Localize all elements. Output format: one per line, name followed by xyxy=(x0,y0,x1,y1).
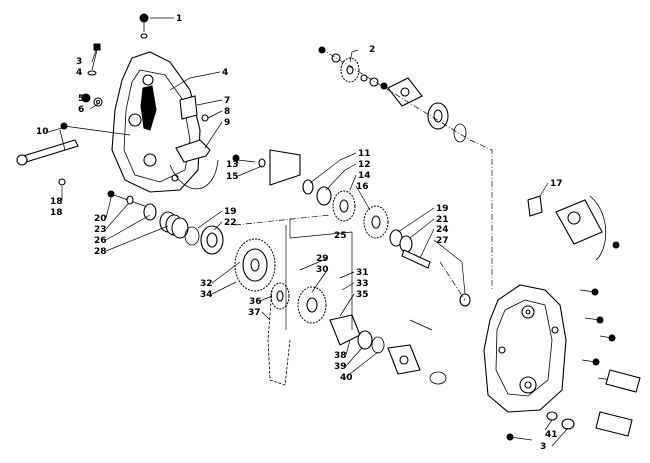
callout-20: 15 xyxy=(226,172,239,182)
bearing-top xyxy=(427,102,467,143)
callout-23: 9 xyxy=(224,118,230,128)
sprocket-7 xyxy=(234,238,276,292)
callout-30: 4 xyxy=(76,68,82,78)
callout-27: 10 xyxy=(36,127,49,137)
callout-18-mid: 21 xyxy=(436,215,449,225)
gear-29 xyxy=(363,205,389,239)
callout-21: 13 xyxy=(226,160,239,170)
callout-3-bottom: 41 xyxy=(545,430,558,440)
callout-10: 19 xyxy=(224,207,237,217)
callout-19-mid: 27 xyxy=(436,236,449,246)
bolt-4-top xyxy=(139,13,149,39)
callout-5: 40 xyxy=(340,373,353,383)
callout-8: 22 xyxy=(224,218,237,228)
callout-41: 8 xyxy=(224,107,230,117)
washer-19-lower xyxy=(439,261,471,307)
bearing-39-18 xyxy=(389,229,413,253)
callout-18-top: 12 xyxy=(358,160,371,170)
nut-bolt-top xyxy=(318,46,341,63)
washer-19 xyxy=(302,179,314,195)
cam-32-37 xyxy=(329,314,385,354)
callout-4-top: 1 xyxy=(176,14,182,24)
axis-top xyxy=(319,47,493,290)
washers-3-25 xyxy=(506,411,575,441)
chain-15 xyxy=(267,289,291,386)
shaft-31-group xyxy=(234,214,353,330)
callout-40: 7 xyxy=(224,96,230,106)
callout-34: 35 xyxy=(356,290,369,300)
chaincase-cover xyxy=(111,51,201,193)
callout-14: 20 xyxy=(94,214,107,224)
callout-24: 18 xyxy=(50,208,63,218)
nut-4-washer-3 xyxy=(81,93,103,107)
plate-5 xyxy=(387,319,447,385)
callout-16: 24 xyxy=(436,225,449,235)
bracket-40-41 xyxy=(179,95,209,122)
bracket-tab xyxy=(269,149,301,186)
bolts-right xyxy=(579,288,616,384)
callout-22: 17 xyxy=(550,179,563,189)
tensioner-bolt-14 xyxy=(107,190,151,209)
callout-38: 30 xyxy=(316,265,329,275)
callout-37: 38 xyxy=(334,351,347,361)
callout-39: 19 xyxy=(436,204,449,214)
callout-4-left: 5 xyxy=(78,94,84,104)
callout-1: 4 xyxy=(222,68,228,78)
chaincase-housing xyxy=(483,284,567,413)
bearing-8-10 xyxy=(184,225,224,255)
callout-11: 28 xyxy=(94,247,107,257)
callout-29: 16 xyxy=(356,182,369,192)
callout-32: 39 xyxy=(334,362,347,372)
callout-7: 34 xyxy=(200,290,213,300)
callout-28: 3 xyxy=(76,57,82,67)
lever-26 xyxy=(16,122,131,186)
washers-top xyxy=(360,74,388,90)
spring-12 xyxy=(143,203,189,239)
bracket-22-group xyxy=(527,195,620,261)
leader-lines xyxy=(47,17,569,447)
callout-15: 37 xyxy=(248,308,261,318)
callout-3-left: 6 xyxy=(78,105,84,115)
bearing-18 xyxy=(316,186,332,206)
callout-2: 2 xyxy=(369,45,375,55)
callouts: 1 2 3 4 4 5 6 7 8 9 10 11 12 13 14 15 16… xyxy=(36,14,563,452)
shaft-16 xyxy=(401,249,431,269)
callout-35: 33 xyxy=(356,279,369,289)
gear-6 xyxy=(270,282,290,310)
bracket-23 xyxy=(169,139,219,190)
callout-36: 31 xyxy=(356,268,369,278)
gear-17 xyxy=(332,190,356,222)
bolt-21-washer-20 xyxy=(232,154,266,168)
gear-38 xyxy=(297,286,327,324)
callout-25: 3 xyxy=(540,442,546,452)
callout-6: 36 xyxy=(249,297,262,307)
callout-33: 29 xyxy=(316,254,329,264)
bearing-plate-top xyxy=(387,77,423,107)
shaft-sleeve-right xyxy=(595,369,641,437)
callout-12: 26 xyxy=(94,236,107,246)
callout-13: 23 xyxy=(94,225,107,235)
callout-9: 32 xyxy=(200,279,213,289)
callout-19-top: 11 xyxy=(358,149,371,159)
callout-17: 14 xyxy=(358,171,371,181)
callout-31: 25 xyxy=(334,231,347,241)
callout-26: 18 xyxy=(50,197,63,207)
dipstick-28 xyxy=(87,43,101,76)
